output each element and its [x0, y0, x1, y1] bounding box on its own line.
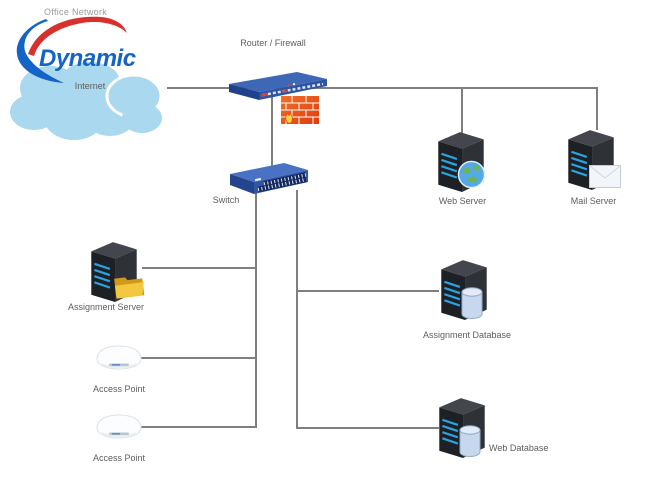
logo-text: Dynamic	[39, 45, 136, 72]
folder-icon	[110, 268, 147, 302]
mail-server-label: Mail Server	[570, 196, 617, 206]
access-point-2-label: Access Point	[92, 453, 146, 463]
logo-red-swoosh-icon	[28, 16, 127, 56]
switch-label: Switch	[212, 195, 240, 205]
edge-switch-right-vertical	[296, 190, 298, 429]
edge-assignment-database-branch	[297, 290, 439, 292]
edge-assignment-server-branch	[142, 267, 256, 269]
firewall-icon	[281, 96, 319, 124]
envelope-icon	[589, 165, 621, 188]
logo-blue-swoosh-icon	[16, 19, 64, 83]
router-device	[227, 70, 329, 104]
globe-icon	[457, 160, 486, 189]
edge-switch-left-vertical	[255, 190, 257, 428]
cloud-shape	[10, 62, 163, 140]
database-cylinder-icon	[459, 425, 481, 458]
edge-internet-to-mail-horizontal	[167, 87, 598, 89]
web-database-label: Web Database	[489, 443, 549, 453]
flame-icon	[285, 112, 293, 124]
router-label: Router / Firewall	[240, 38, 306, 48]
dynamic-logo: Dynamic	[8, 8, 148, 84]
edge-access-point-2-branch	[140, 426, 256, 428]
edge-access-point-1-branch	[140, 357, 256, 359]
access-point-1-device	[93, 344, 145, 372]
access-point-2-device	[93, 413, 145, 441]
assignment-database-label: Assignment Database	[422, 330, 512, 340]
edge-router-to-switch	[271, 93, 273, 170]
network-title: Office Network	[44, 7, 108, 17]
web-server-label: Web Server	[438, 196, 487, 206]
switch-device	[227, 161, 311, 199]
internet-cloud	[6, 56, 172, 146]
internet-label: Internet	[74, 81, 106, 91]
edge-drop-web-server	[461, 88, 463, 134]
assignment-server-label: Assignment Server	[67, 302, 145, 312]
access-point-1-label: Access Point	[92, 384, 146, 394]
database-cylinder-icon	[461, 287, 483, 320]
edge-web-database-branch	[297, 427, 439, 429]
edge-drop-mail-server	[596, 88, 598, 130]
